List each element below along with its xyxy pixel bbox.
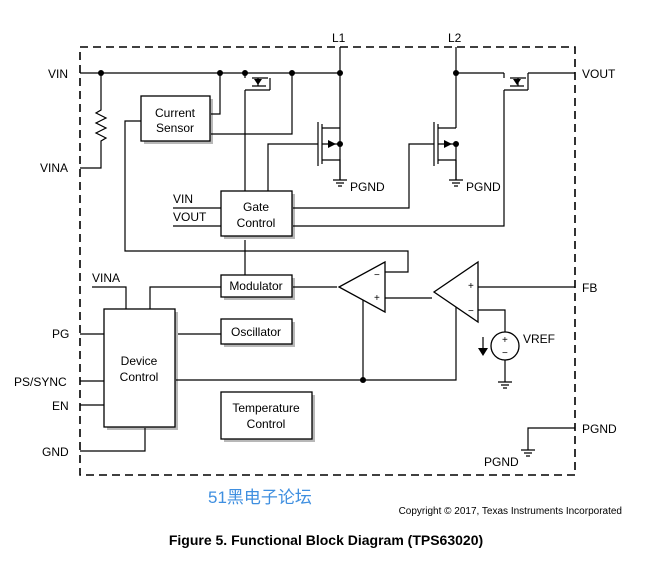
- oscillator-label: Oscillator: [231, 325, 281, 339]
- comparator-minus: −: [374, 270, 380, 281]
- pin-en: EN: [52, 399, 69, 413]
- error-amp-plus: +: [468, 281, 474, 292]
- modulator-block: [220, 274, 293, 298]
- pwm-comparator: [337, 260, 386, 314]
- pin-pgnd: PGND: [582, 422, 617, 436]
- copyright: Copyright © 2017, Texas Instruments Inco…: [399, 506, 622, 517]
- sense-resistor: [80, 73, 108, 169]
- pin-fb: FB: [582, 281, 597, 295]
- device-control-block: [103, 308, 176, 428]
- comparator-plus: +: [374, 293, 380, 304]
- pin-vina: VINA: [40, 161, 68, 175]
- low-side-switch-1: [317, 122, 341, 180]
- pin-vin: VIN: [48, 67, 68, 81]
- high-side-switch-2: [503, 73, 529, 91]
- temperature-control-label-1: Temperature: [232, 401, 300, 415]
- gate-control-label-2: Control: [237, 216, 276, 230]
- figure-caption: Figure 5. Functional Block Diagram (TPS6…: [169, 532, 483, 548]
- pin-gnd: GND: [42, 445, 69, 459]
- device-vina-label: VINA: [92, 271, 120, 285]
- gate-control-label-1: Gate: [243, 200, 269, 214]
- temperature-control-label-2: Control: [247, 417, 286, 431]
- current-sensor-label-2: Sensor: [156, 121, 194, 135]
- vref-plus: +: [502, 335, 508, 346]
- device-control-label-1: Device: [121, 354, 158, 368]
- pgnd-bottom-label: PGND: [484, 455, 519, 469]
- pin-ps-sync: PS/SYNC: [14, 375, 67, 389]
- pin-vout: VOUT: [582, 67, 616, 81]
- watermark: 51黑电子论坛: [208, 488, 312, 507]
- vref-source: [490, 331, 520, 361]
- pgnd-l2-label: PGND: [466, 180, 501, 194]
- temperature-control-block: [220, 391, 313, 440]
- pgnd-l1-label: PGND: [350, 180, 385, 194]
- device-control-label-2: Control: [120, 370, 159, 384]
- error-amp-minus: −: [468, 306, 474, 317]
- pin-pg: PG: [52, 327, 69, 341]
- current-sensor-block: [140, 95, 211, 142]
- modulator-label: Modulator: [229, 279, 282, 293]
- gate-control-block: [220, 190, 293, 237]
- pin-l1: L1: [332, 31, 346, 45]
- vref-label: VREF: [523, 332, 555, 346]
- high-side-switch-1: [244, 73, 271, 91]
- gate-vin-label: VIN: [173, 192, 193, 206]
- current-sensor-label-1: Current: [155, 106, 196, 120]
- low-side-switch-2: [433, 122, 457, 180]
- vref-minus: −: [502, 348, 508, 359]
- pin-l2: L2: [448, 31, 462, 45]
- chip-boundary: [79, 46, 576, 476]
- error-amplifier: [432, 260, 479, 324]
- gate-vout-label: VOUT: [173, 210, 207, 224]
- oscillator-block: [220, 318, 293, 345]
